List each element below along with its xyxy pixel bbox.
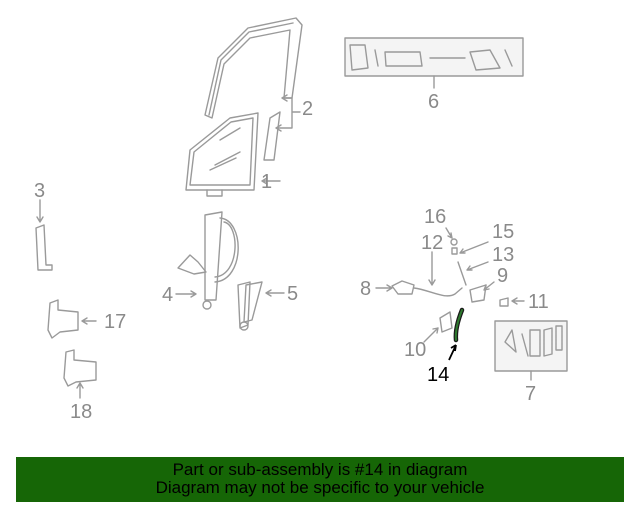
callout-13[interactable]: 13: [492, 244, 515, 266]
callout-5[interactable]: 5: [287, 283, 299, 305]
callout-7[interactable]: 7: [525, 383, 537, 405]
callout-18[interactable]: 18: [70, 401, 93, 423]
lock-cylinder-kit-box: [344, 37, 524, 77]
lower-hinge-drawing: [63, 349, 97, 387]
regulator-drawing: [177, 211, 239, 310]
rod-13-drawing: [457, 261, 467, 286]
callout-6[interactable]: 6: [428, 91, 440, 113]
banner-line-1: Part or sub-assembly is #14 in diagram: [172, 460, 468, 479]
callout-10[interactable]: 10: [404, 339, 427, 361]
callout-11[interactable]: 11: [528, 291, 549, 313]
callout-16[interactable]: 16: [424, 206, 447, 228]
callout-14[interactable]: 14: [427, 364, 450, 386]
banner-line-2: Diagram may not be specific to your vehi…: [155, 478, 485, 497]
cable-drawing: [413, 287, 463, 297]
run-channel-drawing: [204, 17, 303, 161]
handle-drawing: [237, 281, 263, 331]
clip-11-drawing: [499, 297, 509, 307]
glass-drawing: [185, 112, 259, 197]
callout-3[interactable]: 3: [34, 180, 46, 202]
notice-banner: Part or sub-assembly is #14 in diagram D…: [16, 457, 624, 502]
callout-15[interactable]: 15: [492, 221, 515, 243]
rod-drawing: [35, 224, 53, 271]
latch-drawing: [469, 284, 487, 303]
callout-17[interactable]: 17: [104, 311, 127, 333]
lock-assembly-drawing: [439, 311, 453, 333]
upper-hinge-drawing: [47, 299, 79, 339]
callout-1[interactable]: 1: [261, 171, 273, 193]
callout-12[interactable]: 12: [421, 232, 444, 254]
callout-8[interactable]: 8: [360, 278, 372, 300]
handle-8-drawing: [391, 280, 415, 295]
callout-9[interactable]: 9: [497, 265, 509, 287]
callout-4[interactable]: 4: [162, 284, 174, 306]
callout-2[interactable]: 2: [302, 98, 314, 120]
